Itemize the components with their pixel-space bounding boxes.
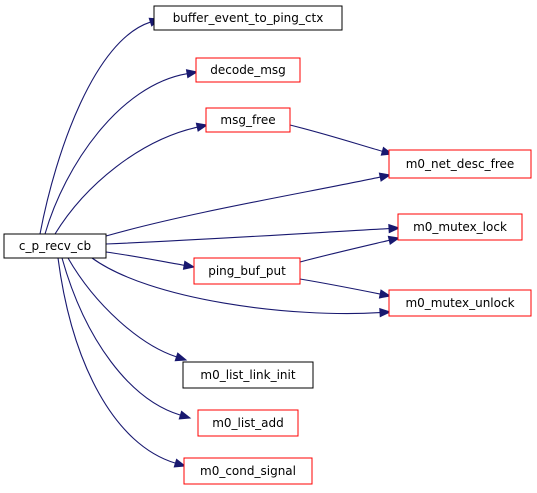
edge-line [299,239,390,263]
node-m0-list-link-init-box [182,361,314,389]
node-c-p-recv-cb[interactable]: c_p_recv_cb [3,233,107,259]
edge-line [61,257,181,416]
node-buffer-event-to-ping-ctx[interactable]: buffer_event_to_ping_ctx [153,5,343,31]
edge-line [289,124,383,152]
node-m0-list-add-label: m0_list_add [212,416,284,430]
arrowhead-icon [178,410,192,420]
node-m0-mutex-lock-label: m0_mutex_lock [413,220,507,234]
edge-line [44,73,188,235]
edge-line [91,257,381,315]
node-m0-list-add[interactable]: m0_list_add [197,409,299,437]
edge-c-p-recv-cb-to-m0-net-desc-free [105,172,392,237]
arrowhead-icon [174,352,188,362]
node-m0-mutex-unlock-label: m0_mutex_unlock [405,296,514,310]
node-m0-net-desc-free-box [388,149,532,179]
node-ping-buf-put-label: ping_buf_put [208,264,286,278]
node-msg-free-box [205,107,291,133]
arrowhead-icon [182,260,196,270]
node-msg-free[interactable]: msg_free [205,107,291,133]
node-decode-msg[interactable]: decode_msg [195,57,301,83]
node-m0-list-link-init[interactable]: m0_list_link_init [182,361,314,389]
edge-line [105,251,185,266]
node-decode-msg-label: decode_msg [210,63,286,77]
arrowhead-icon [173,458,187,468]
node-m0-cond-signal[interactable]: m0_cond_signal [183,457,313,485]
node-m0-mutex-lock-box [397,213,523,241]
edge-line [299,278,381,295]
edge-line [39,21,151,235]
arrowhead-icon [378,172,392,182]
edge-c-p-recv-cb-to-m0-mutex-lock [105,223,401,245]
node-decode-msg-box [195,57,301,83]
arrowhead-icon [387,235,401,246]
nodes-layer: c_p_recv_cb buffer_event_to_ping_ctx dec… [3,5,532,485]
node-ping-buf-put[interactable]: ping_buf_put [193,257,301,285]
edge-c-p-recv-cb-to-ping-buf-put [105,251,196,270]
edge-c-p-recv-cb-to-buffer-event-to-ping-ctx [39,17,162,235]
node-m0-net-desc-free[interactable]: m0_net_desc_free [388,149,532,179]
edge-c-p-recv-cb-to-m0-cond-signal [57,257,187,468]
edge-line [57,257,176,464]
node-c-p-recv-cb-box [3,233,107,259]
node-m0-mutex-lock[interactable]: m0_mutex_lock [397,213,523,241]
node-buffer-event-to-ping-ctx-box [153,5,343,31]
edge-c-p-recv-cb-to-m0-list-link-init [67,257,188,362]
edge-ping-buf-put-to-m0-mutex-unlock [299,278,392,299]
edge-line [67,257,177,358]
node-buffer-event-to-ping-ctx-label: buffer_event_to_ping_ctx [173,11,324,25]
node-c-p-recv-cb-label: c_p_recv_cb [19,239,91,253]
arrowhead-icon [388,223,401,234]
node-ping-buf-put-box [193,257,301,285]
arrowhead-icon [185,69,199,79]
node-m0-mutex-unlock-box [388,289,532,317]
arrowhead-icon [378,289,392,299]
arrowhead-icon [379,307,392,318]
edge-ping-buf-put-to-m0-mutex-lock [299,235,401,263]
node-msg-free-label: msg_free [220,113,275,127]
edge-line [105,176,381,237]
edge-c-p-recv-cb-to-m0-mutex-unlock [91,257,392,318]
node-m0-list-add-box [197,409,299,437]
edge-c-p-recv-cb-to-msg-free [54,122,209,235]
edge-line [105,228,390,245]
edge-c-p-recv-cb-to-decode-msg [44,69,199,235]
edge-line [54,126,198,235]
edge-msg-free-to-m0-net-desc-free [289,124,394,156]
node-m0-net-desc-free-label: m0_net_desc_free [406,157,515,171]
arrowhead-icon [195,122,209,132]
node-m0-mutex-unlock[interactable]: m0_mutex_unlock [388,289,532,317]
node-m0-cond-signal-label: m0_cond_signal [200,464,296,478]
edge-c-p-recv-cb-to-m0-list-add [61,257,192,420]
node-m0-cond-signal-box [183,457,313,485]
edges-layer [39,17,401,468]
node-m0-list-link-init-label: m0_list_link_init [200,368,295,382]
